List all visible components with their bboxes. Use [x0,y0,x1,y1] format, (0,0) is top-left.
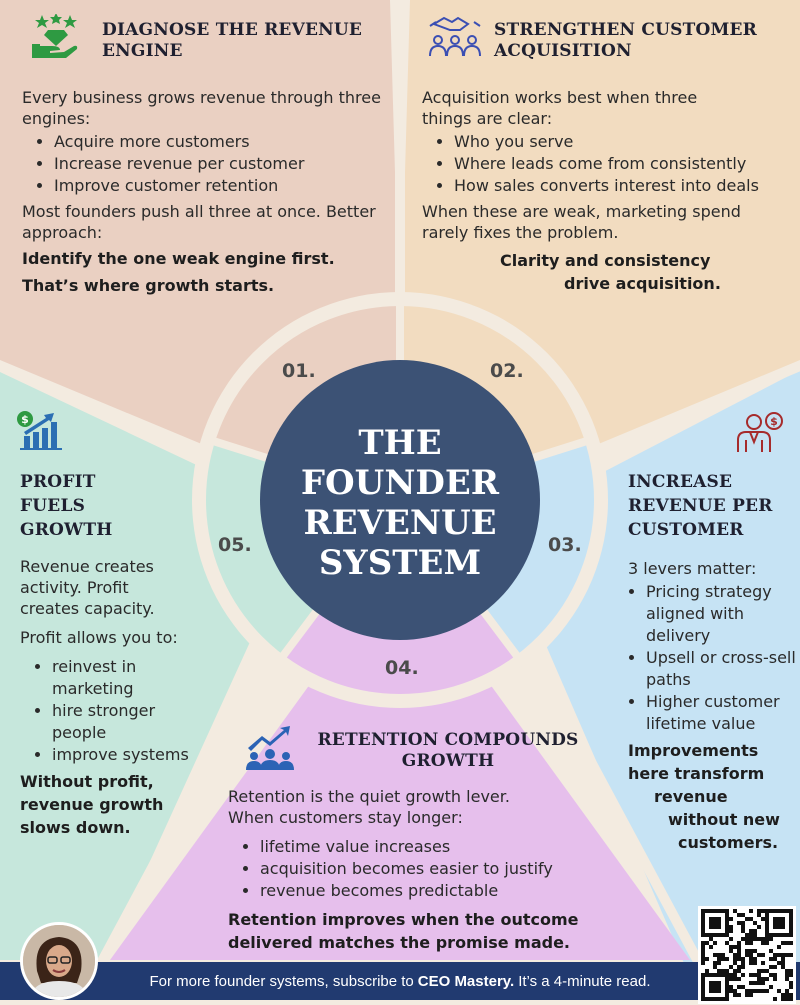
section-4-emphasis-line-1: Retention improves when the outcome [228,910,579,929]
list-item: acquisition becomes easier to justify [260,858,628,880]
section-3-emphasis-line-1: Improvements here transform [628,741,765,783]
section-4-intro: Retention is the quiet growth lever. Whe… [228,786,628,828]
step-number-5: 05. [218,534,252,556]
section-3-emphasis-line-4: customers. [678,833,779,852]
section-1-emphasis-line-2: That’s where growth starts. [22,276,275,295]
section-2-intro: Acquisition works best when three things… [422,88,698,128]
list-item: Where leads come from consistently [454,153,798,175]
footer-text-post: It’s a 4-minute read. [518,972,651,990]
section-2-emphasis-line-2: drive acquisition. [564,274,721,293]
handshake-team-icon [429,16,481,57]
list-item: Pricing strategy aligned with delivery [646,581,796,647]
section-3-emphasis-line-3: without new [668,810,780,829]
wedge-4 [110,560,690,960]
section-1-emphasis-line-1: Identify the one weak engine first. [22,249,335,268]
section-3-heading: INCREASE REVENUE PER CUSTOMER [628,472,773,540]
section-retention: RETENTION COMPOUNDS GROWTH Retention is … [228,730,628,954]
list-item: revenue becomes predictable [260,880,628,902]
growth-team-icon [246,726,294,770]
section-2-heading: STRENGTHEN CUSTOMER ACQUISITION [494,20,757,61]
list-item: improve systems [52,744,206,766]
center-title-line-2: FOUNDER [300,463,500,503]
footer-bar: For more founder systems, subscribe to C… [0,962,800,1000]
section-3-intro: 3 levers matter: [628,559,757,578]
section-3-list: Pricing strategy aligned with delivery U… [628,581,796,735]
profit-chart-icon: $ [17,411,62,450]
svg-text:$: $ [21,413,29,426]
section-5-intro: Revenue creates activity. Profit creates… [20,557,155,618]
step-number-4: 04. [385,657,419,679]
money-hand-icon [32,14,78,58]
section-2-list: Who you serve Where leads come from cons… [422,131,798,197]
list-item: Higher customer lifetime value [646,691,796,735]
section-1-heading: DIAGNOSE THE REVENUE ENGINE [102,20,363,61]
section-4-heading-line-2: GROWTH [401,751,495,771]
section-1-intro: Every business grows revenue through thr… [22,88,381,128]
list-item: lifetime value increases [260,836,628,858]
step-number-3: 03. [548,534,582,556]
section-2-outro: When these are weak, marketing spend rar… [422,202,741,242]
section-5-list: reinvest in marketing hire stronger peop… [20,656,206,766]
section-profit: PROFIT FUELS GROWTH Revenue creates acti… [20,470,206,839]
section-4-emphasis-line-2: delivered matches the promise made. [228,933,571,952]
svg-text:$: $ [770,415,778,428]
section-1-outro: Most founders push all three at once. Be… [22,202,376,242]
list-item: Who you serve [454,131,798,153]
step-number-1: 01. [282,360,316,382]
qr-code[interactable] [698,906,796,1004]
list-item: How sales converts interest into deals [454,175,798,197]
center-title: THE FOUNDER REVENUE SYSTEM [262,365,538,641]
section-acquisition: STRENGTHEN CUSTOMER ACQUISITION Acquisit… [422,20,798,295]
footer-text-pre: For more founder systems, subscribe to [149,972,414,990]
center-title-line-1: THE [358,423,442,463]
section-5-lead: Profit allows you to: [20,628,178,647]
list-item: Increase revenue per customer [54,153,382,175]
step-number-2: 02. [490,360,524,382]
section-3-emphasis-line-2: revenue [654,787,728,806]
section-2-emphasis: Clarity and consistency drive acquisitio… [422,249,798,295]
section-4-emphasis: Retention improves when the outcome deli… [228,908,628,954]
section-4-list: lifetime value increases acquisition bec… [228,836,628,902]
section-4-heading-line-1: RETENTION COMPOUNDS [317,730,579,750]
salesperson-dollar-icon: $ [737,412,783,452]
section-5-emphasis: Without profit, revenue growth slows dow… [20,772,164,837]
author-avatar [20,922,98,1000]
list-item: Upsell or cross-sell paths [646,647,796,691]
section-diagnose: DIAGNOSE THE REVENUE ENGINE Every busine… [22,20,382,297]
section-4-intro-line-1: Retention is the quiet growth lever. [228,787,510,806]
section-1-list: Acquire more customers Increase revenue … [22,131,382,197]
center-title-line-4: SYSTEM [318,543,482,583]
footer-brand-link[interactable]: CEO Mastery. [417,972,515,990]
list-item: Improve customer retention [54,175,382,197]
section-3-emphasis: Improvements here transform revenue with… [628,739,796,854]
section-revenue-per-customer: INCREASE REVENUE PER CUSTOMER 3 levers m… [628,470,796,854]
section-1-emphasis: Identify the one weak engine first. That… [22,247,382,297]
section-4-intro-line-2: When customers stay longer: [228,808,463,827]
section-5-heading: PROFIT FUELS GROWTH [20,472,113,540]
list-item: reinvest in marketing [52,656,206,700]
center-title-line-3: REVENUE [303,503,497,543]
section-2-emphasis-line-1: Clarity and consistency [500,251,711,270]
list-item: Acquire more customers [54,131,382,153]
list-item: hire stronger people [52,700,206,744]
section-4-heading: RETENTION COMPOUNDS GROWTH [298,730,598,772]
